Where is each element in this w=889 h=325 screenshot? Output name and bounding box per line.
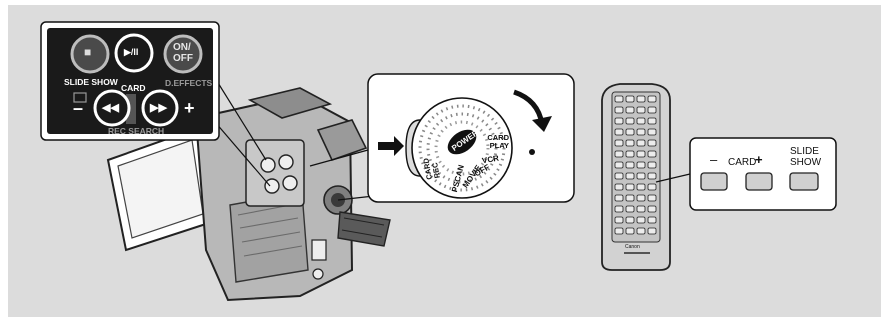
remote-key — [626, 140, 634, 146]
remote-minus-label: – — [710, 152, 717, 167]
remote-key — [637, 129, 645, 135]
dial-index-dot — [529, 149, 535, 155]
remote-key — [626, 195, 634, 201]
remote-key — [648, 206, 656, 212]
connector-cover — [312, 240, 326, 260]
remote-key — [637, 96, 645, 102]
rewind-label: ◀◀ — [102, 101, 119, 114]
card-label: CARD — [121, 83, 146, 93]
onoff-label-line1: ON/ — [173, 42, 191, 53]
remote-key — [626, 162, 634, 168]
remote-key — [637, 195, 645, 201]
card-minus-button — [701, 173, 727, 190]
remote-key — [648, 140, 656, 146]
remote-key — [648, 118, 656, 124]
slide-show-button — [790, 173, 818, 190]
remote-key — [637, 162, 645, 168]
forward-label: ▶▶ — [150, 101, 167, 114]
d-effects-label: D.EFFECTS — [165, 78, 212, 88]
side-button — [265, 179, 279, 193]
rec-search-label: REC SEARCH — [108, 126, 164, 136]
remote-control — [602, 84, 670, 270]
remote-key — [626, 96, 634, 102]
side-button — [279, 155, 293, 169]
remote-slide-label-line1: SLIDE — [790, 146, 819, 157]
plus-label: + — [184, 98, 195, 119]
remote-plus-label: + — [755, 152, 763, 167]
remote-key — [615, 96, 623, 102]
remote-key — [637, 206, 645, 212]
remote-key — [648, 173, 656, 179]
side-button — [261, 158, 275, 172]
remote-key — [626, 184, 634, 190]
remote-slide-label-line2: SHOW — [790, 157, 821, 168]
remote-key — [615, 107, 623, 113]
remote-key — [637, 184, 645, 190]
remote-key — [637, 107, 645, 113]
remote-key — [648, 184, 656, 190]
slide-show-label: SLIDE SHOW — [64, 77, 118, 87]
remote-key — [615, 228, 623, 234]
remote-key — [615, 151, 623, 157]
remote-key — [615, 118, 623, 124]
remote-key — [637, 173, 645, 179]
remote-key — [637, 118, 645, 124]
connector-jack — [313, 269, 323, 279]
remote-key — [615, 162, 623, 168]
remote-brand: Canon — [625, 244, 640, 250]
remote-key — [626, 206, 634, 212]
remote-key — [637, 217, 645, 223]
side-button — [283, 176, 297, 190]
side-control-area — [246, 140, 304, 206]
remote-key — [648, 228, 656, 234]
card-plus-button — [746, 173, 772, 190]
remote-key — [648, 107, 656, 113]
onoff-label-line2: OFF — [173, 53, 193, 64]
remote-key — [648, 129, 656, 135]
remote-key — [648, 151, 656, 157]
play-pause-label: ▶/II — [124, 47, 138, 58]
remote-key — [615, 140, 623, 146]
remote-key — [626, 217, 634, 223]
remote-grille — [624, 252, 650, 254]
minus-label: – — [73, 98, 83, 119]
dial-mode-card-play: CARD PLAY — [483, 134, 509, 150]
remote-key — [648, 217, 656, 223]
remote-key — [648, 96, 656, 102]
remote-key — [615, 173, 623, 179]
remote-key — [626, 129, 634, 135]
remote-key — [626, 151, 634, 157]
remote-key — [637, 151, 645, 157]
remote-key — [615, 195, 623, 201]
stop-button-label: ■ — [84, 45, 91, 59]
remote-card-label: CARD — [728, 157, 756, 168]
remote-key — [626, 228, 634, 234]
remote-key — [648, 195, 656, 201]
remote-key — [626, 118, 634, 124]
remote-key — [637, 140, 645, 146]
remote-key — [626, 173, 634, 179]
remote-key — [615, 184, 623, 190]
remote-key — [637, 228, 645, 234]
remote-key — [648, 162, 656, 168]
remote-key — [615, 129, 623, 135]
remote-key — [626, 107, 634, 113]
remote-key — [615, 217, 623, 223]
remote-key — [615, 206, 623, 212]
